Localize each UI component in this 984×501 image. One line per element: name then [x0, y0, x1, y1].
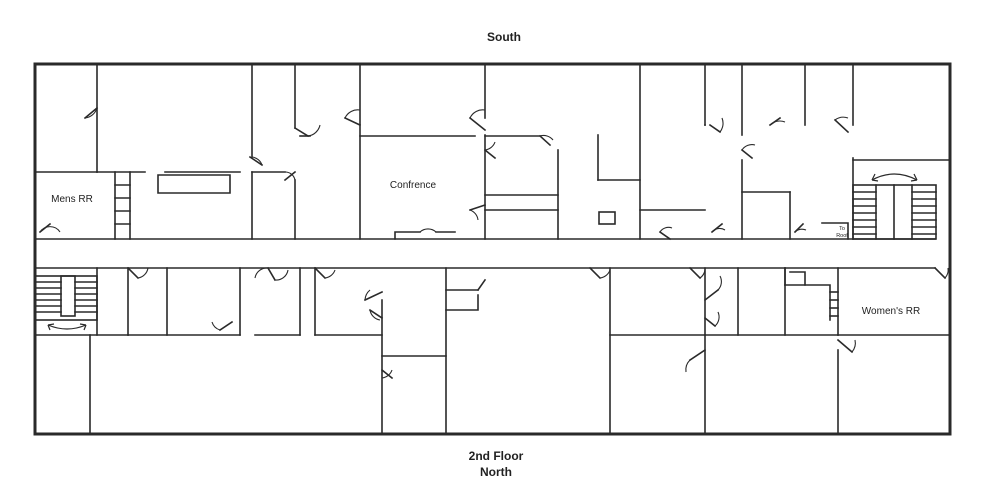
walls: [34, 63, 951, 435]
roof-access-label-line1: To: [839, 226, 845, 232]
room-label-mens-rr: Mens RR: [51, 194, 93, 205]
compass-north-label: North: [480, 465, 512, 479]
room-label-conference: Confrence: [390, 180, 437, 191]
stair-arrows: [47, 173, 918, 331]
compass-south-label: South: [487, 30, 521, 44]
room-label-womens-rr: Women's RR: [862, 306, 920, 317]
roof-access-label-line2: Roof: [836, 233, 848, 239]
floor-label: 2nd Floor: [469, 449, 524, 463]
outer-walls: [33, 62, 952, 436]
door-swings: [39, 107, 949, 379]
